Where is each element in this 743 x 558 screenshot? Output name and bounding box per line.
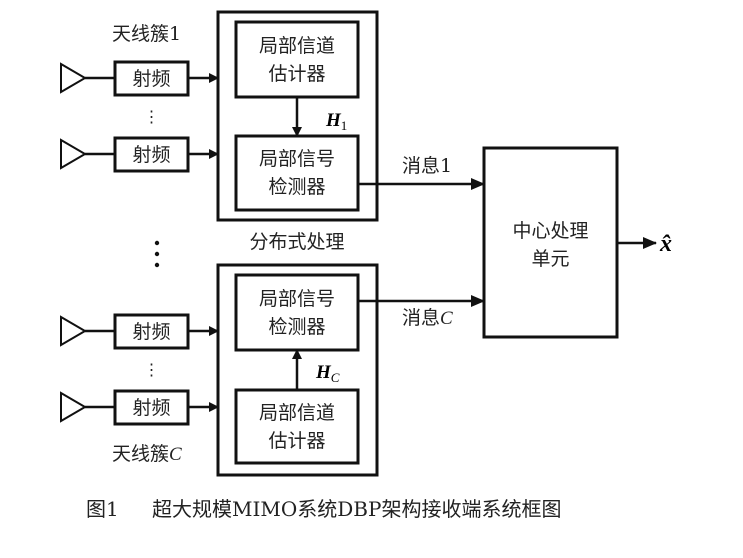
message-c-label: 消息C xyxy=(402,307,453,329)
central-unit-label-line2: 单元 xyxy=(531,248,569,270)
local-signal-detector-c xyxy=(234,273,360,352)
antenna-cluster-c-label: 天线簇C xyxy=(112,443,182,465)
rf-ellipsis: ⋮ xyxy=(144,107,160,126)
detector-label-line1: 局部信号 xyxy=(259,288,335,310)
rf-label: 射频 xyxy=(132,397,170,419)
channel-symbol-h1: H1 xyxy=(325,110,347,133)
figure-caption: 超大规模MIMO系统DBP架构接收端系统框图 xyxy=(152,497,561,521)
rf-label: 射频 xyxy=(132,68,170,90)
rf-block xyxy=(113,389,190,426)
antenna-icon xyxy=(60,138,87,170)
local-channel-estimator-1 xyxy=(234,20,360,99)
output-estimate-symbol: x̂ xyxy=(659,231,672,257)
antenna-icon xyxy=(60,62,87,94)
local-signal-detector-1 xyxy=(234,134,360,212)
rf-label: 射频 xyxy=(132,144,170,166)
rf-block xyxy=(113,313,190,350)
rf-block xyxy=(113,136,190,173)
estimator-label-line1: 局部信道 xyxy=(259,402,335,424)
rf-ellipsis: ⋮ xyxy=(144,360,160,379)
figure-label: 图1 xyxy=(86,497,119,521)
rf-label: 射频 xyxy=(132,321,170,343)
message-1-label: 消息1 xyxy=(402,155,452,177)
cluster-ellipsis-dot xyxy=(154,251,160,257)
central-unit-label-line1: 中心处理 xyxy=(512,220,588,242)
estimator-label-line2: 估计器 xyxy=(268,63,325,85)
central-processing-unit xyxy=(482,146,619,339)
detector-label-line2: 检测器 xyxy=(268,316,325,338)
antenna-icon xyxy=(60,391,87,423)
detector-label-line1: 局部信号 xyxy=(259,148,335,170)
estimator-label-line2: 估计器 xyxy=(268,430,325,452)
local-channel-estimator-c xyxy=(234,388,360,465)
distributed-processing-label: 分布式处理 xyxy=(249,231,344,253)
cluster-ellipsis-dot xyxy=(154,240,160,246)
detector-label-line2: 检测器 xyxy=(268,176,325,198)
antenna-cluster-1-label: 天线簇1 xyxy=(112,23,181,45)
cluster-ellipsis-dot xyxy=(154,262,160,268)
antenna-icon xyxy=(60,315,87,347)
estimator-label-line1: 局部信道 xyxy=(259,35,335,57)
channel-symbol-hc: HC xyxy=(315,362,340,385)
